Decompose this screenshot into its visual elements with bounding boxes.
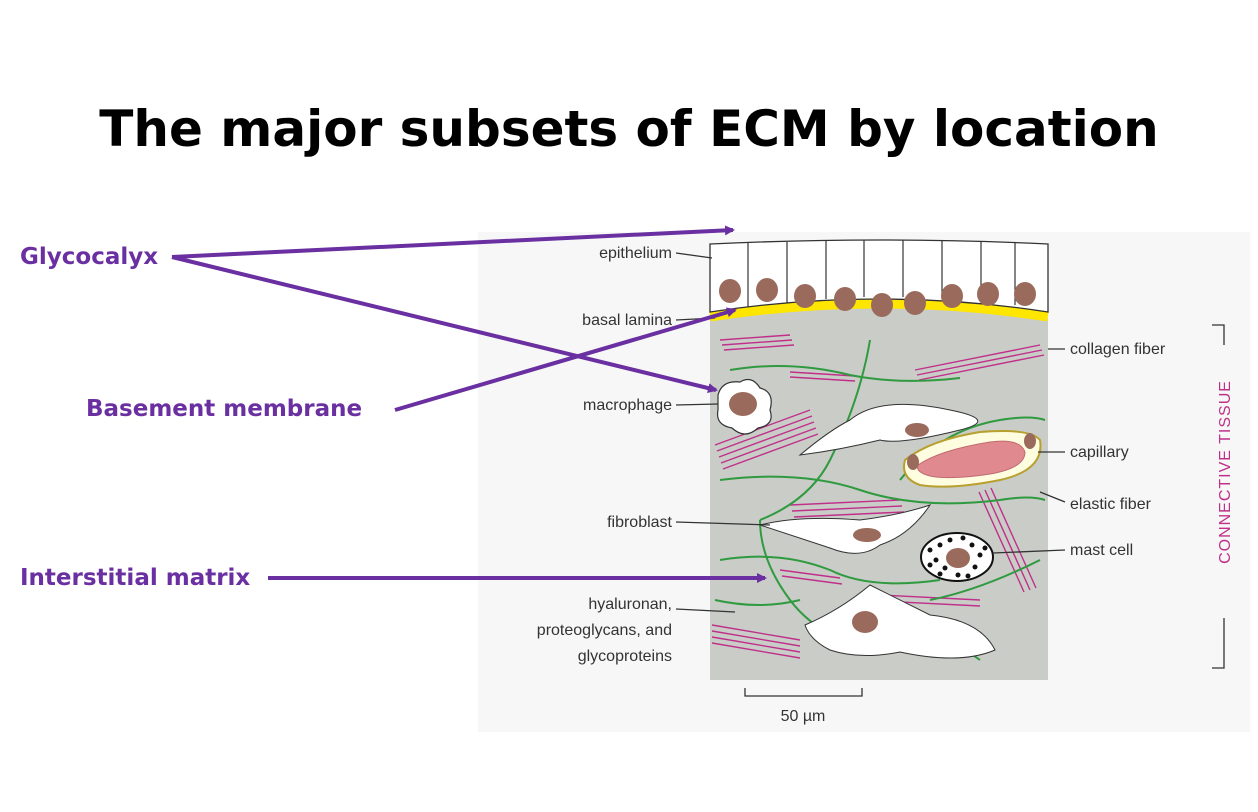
term-basement-membrane: Basement membrane [86,396,363,422]
label-connective-tissue: CONNECTIVE TISSUE [1217,380,1234,564]
elastic-fibers [714,339,1046,661]
term-glycocalyx: Glycocalyx [20,244,159,270]
tissue-cells [758,403,996,659]
figure-labels: epithelium basal lamina macrophage fibro… [537,245,1166,665]
mast-cell [920,532,994,582]
slide-title: The major subsets of ECM by location [99,100,1159,158]
epithelial-nuclei [719,278,1036,317]
label-leader-lines [675,252,1066,613]
label-macrophage: macrophage [583,397,672,414]
subset-arrows [171,225,767,583]
label-capillary: capillary [1070,444,1129,461]
arrow-glycocalyx-to-macrophage [171,255,718,393]
label-hyaluronan-line1: hyaluronan, [588,596,672,613]
capillary-vessel [903,430,1042,488]
connective-tissue-bracket [1212,324,1225,669]
scale-bar [744,688,863,697]
collagen-fibers [711,334,1045,659]
label-hyaluronan-line2: proteoglycans, and [537,622,672,639]
label-epithelium: epithelium [599,245,672,262]
macrophage-cell [716,378,772,435]
epithelium-layer [709,239,1049,317]
label-fibroblast: fibroblast [607,514,672,531]
arrow-basement-membrane [394,307,737,412]
connective-tissue-block [710,305,1048,680]
label-elastic-fiber: elastic fiber [1070,496,1152,513]
label-collagen-fiber: collagen fiber [1070,341,1166,358]
tissue-cell-nuclei [852,423,929,633]
label-hyaluronan-line3: glycoproteins [578,648,672,665]
arrow-glycocalyx-to-epithelium [171,225,735,259]
label-mast-cell: mast cell [1070,542,1133,559]
label-basal-lamina: basal lamina [582,312,672,329]
scale-bar-label: 50 µm [781,708,826,725]
term-interstitial-matrix: Interstitial matrix [20,565,251,591]
